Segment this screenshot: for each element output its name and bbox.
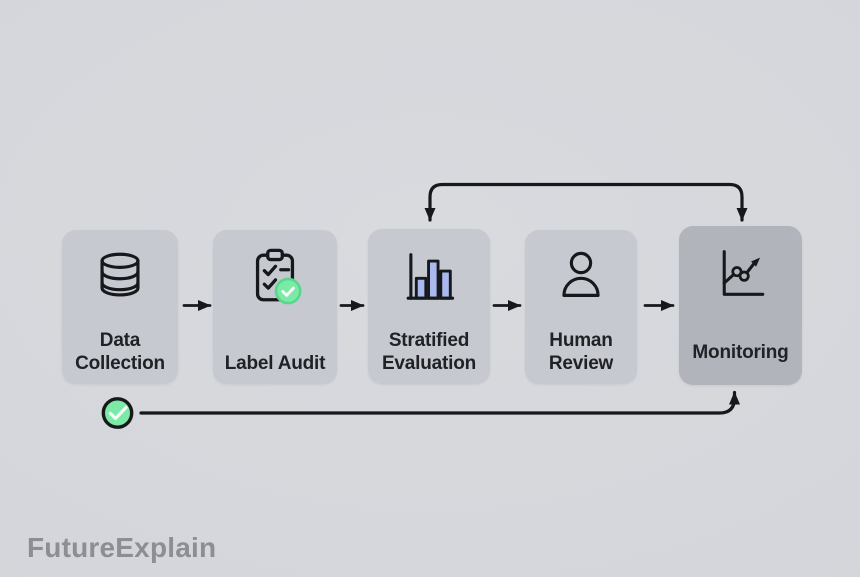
bar-chart-icon [400, 244, 458, 308]
green-check-badge-icon [274, 277, 302, 305]
trend-line-icon [712, 241, 770, 305]
feedback-loop-arrow [424, 182, 748, 222]
node-monitoring: Monitoring [679, 226, 802, 385]
clipboard-checklist-icon [244, 245, 306, 309]
database-icon [92, 245, 148, 309]
node-human-review: Human Review [525, 230, 637, 384]
node-label-audit: Label Audit [213, 230, 337, 384]
return-arrow [139, 390, 740, 415]
node-data-collection: Data Collection [62, 230, 178, 384]
node-label: Human Review [548, 330, 614, 374]
watermark-logo-text: FutureExplain [27, 532, 217, 563]
approved-check-icon [101, 397, 134, 429]
person-icon [553, 245, 609, 309]
node-label: Label Audit [224, 353, 326, 374]
node-label: Data Collection [75, 330, 165, 374]
node-label: Monitoring [692, 342, 789, 363]
node-stratified-evaluation: Stratified Evaluation [368, 229, 490, 384]
node-label: Stratified Evaluation [381, 330, 477, 374]
